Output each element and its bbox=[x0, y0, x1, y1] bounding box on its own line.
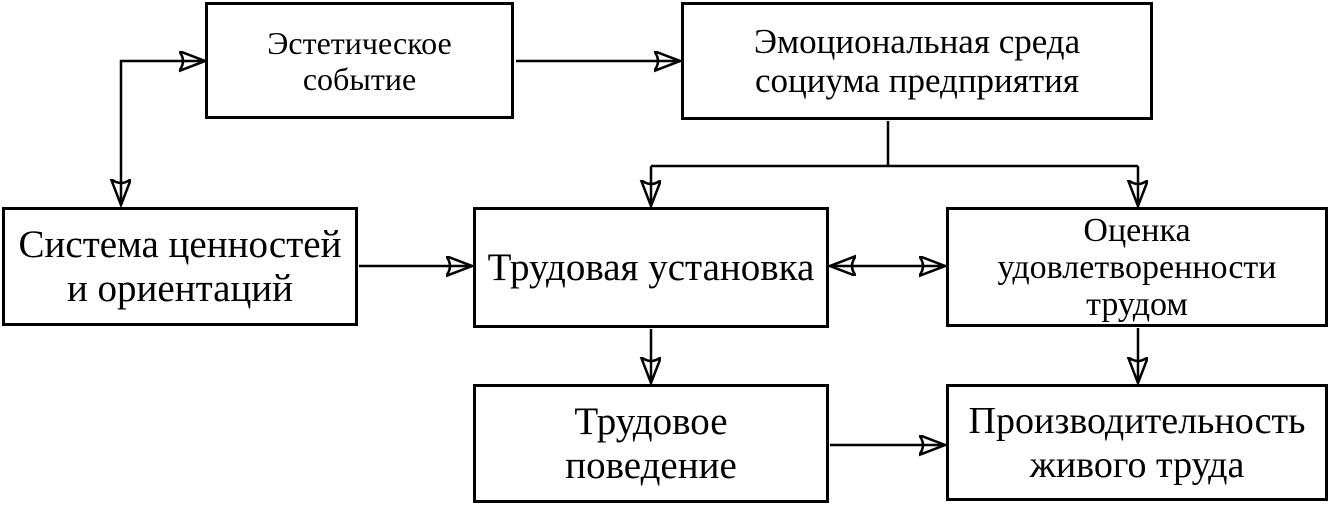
node-emotional-environment-label: Эмоциональная среда социума предприятия bbox=[753, 22, 1081, 100]
node-value-system-label: Система ценностей и ориентаций bbox=[18, 222, 342, 310]
node-work-attitude-label: Трудовая установка bbox=[487, 245, 815, 289]
node-emotional-environment: Эмоциональная среда социума предприятия bbox=[681, 2, 1153, 120]
connector-emotional-split bbox=[651, 121, 1138, 168]
node-work-attitude: Трудовая установка bbox=[473, 207, 829, 328]
node-labor-productivity-label: Производительность живого труда bbox=[968, 399, 1306, 486]
node-satisfaction-assessment: Оценка удовлетворенности трудом bbox=[946, 207, 1328, 327]
node-value-system: Система ценностей и ориентаций bbox=[2, 207, 358, 326]
arrow-values-to-aesthetic-elbow bbox=[121, 61, 205, 205]
node-work-behavior-label: Трудовое поведение bbox=[565, 399, 737, 487]
node-labor-productivity: Производительность живого труда bbox=[946, 384, 1328, 501]
node-work-behavior: Трудовое поведение bbox=[473, 384, 829, 503]
node-aesthetic-event: Эстетическое событие bbox=[205, 2, 514, 119]
node-aesthetic-event-label: Эстетическое событие bbox=[267, 24, 452, 97]
node-satisfaction-assessment-label: Оценка удовлетворенности трудом bbox=[997, 211, 1277, 323]
